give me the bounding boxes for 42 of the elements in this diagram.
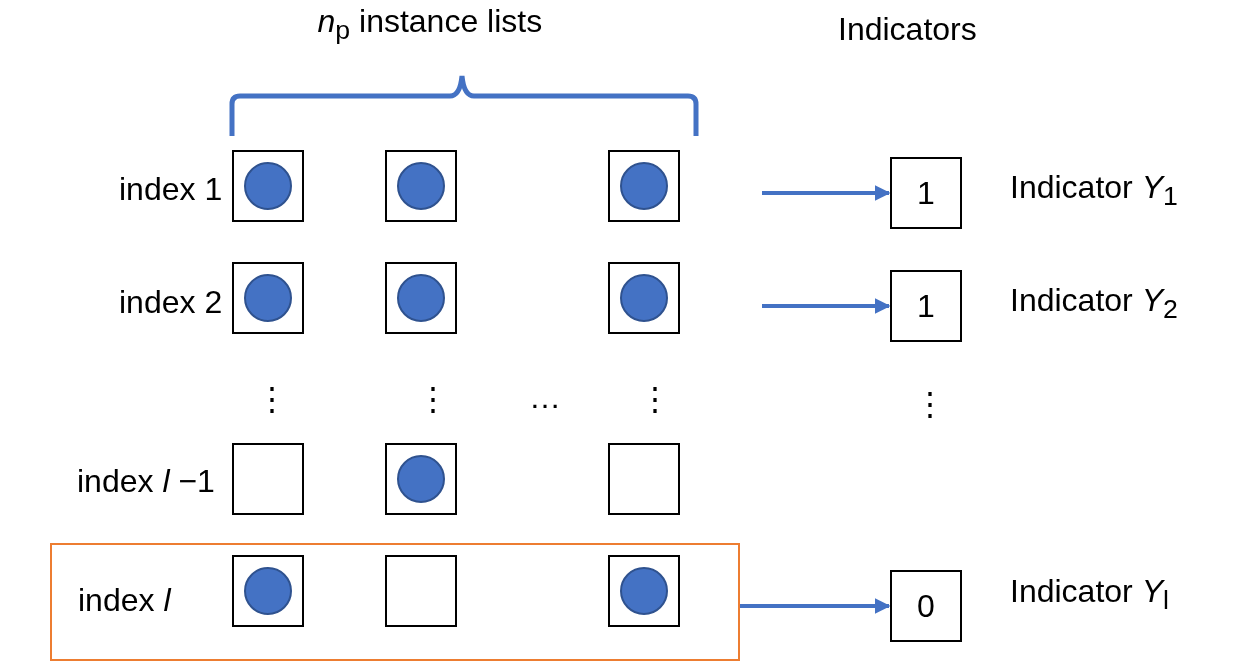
instance-dot: [620, 274, 668, 322]
list-cell: [232, 555, 304, 627]
instance-dot: [244, 567, 292, 615]
highlight-frame: [50, 543, 740, 661]
indicator-label: Indicator Y$_{2}$: [1010, 281, 1178, 326]
indicator-label: Indicator Y$_{l}$: [1010, 572, 1169, 617]
list-cell: [232, 443, 304, 515]
list-cell: [385, 555, 457, 627]
instance-dot: [244, 162, 292, 210]
list-cell: [385, 443, 457, 515]
list-cell: [385, 262, 457, 334]
instance-dot: [397, 162, 445, 210]
instance-dot: [620, 162, 668, 210]
row-label: index l: [78, 581, 171, 620]
column-heading: Indicators: [838, 10, 977, 49]
ellipsis: ⋮: [417, 380, 449, 419]
arrow: [762, 185, 891, 201]
list-cell: [608, 150, 680, 222]
list-cell: [232, 262, 304, 334]
ellipsis: ⋮: [639, 380, 671, 419]
instance-dot: [397, 455, 445, 503]
indicator-box: 1: [890, 270, 962, 342]
instance-dot: [620, 567, 668, 615]
list-cell: [385, 150, 457, 222]
row-label: index 1: [119, 170, 223, 209]
ellipsis: …: [529, 378, 561, 417]
list-cell: [608, 555, 680, 627]
instance-dot: [397, 274, 445, 322]
list-cell: [608, 443, 680, 515]
instance-dot: [244, 274, 292, 322]
list-cell: [608, 262, 680, 334]
indicator-box: 1: [890, 157, 962, 229]
row-label: index l −1: [77, 462, 215, 501]
ellipsis: ⋮: [256, 380, 288, 419]
indicator-label: Indicator Y$_{1}$: [1010, 168, 1178, 213]
list-cell: [232, 150, 304, 222]
heading: n$_{p}$ instance lists: [317, 2, 543, 47]
arrow: [740, 598, 891, 614]
ellipsis: ⋮: [914, 385, 946, 424]
indicator-box: 0: [890, 570, 962, 642]
row-label: index 2: [119, 283, 223, 322]
arrow: [762, 298, 891, 314]
